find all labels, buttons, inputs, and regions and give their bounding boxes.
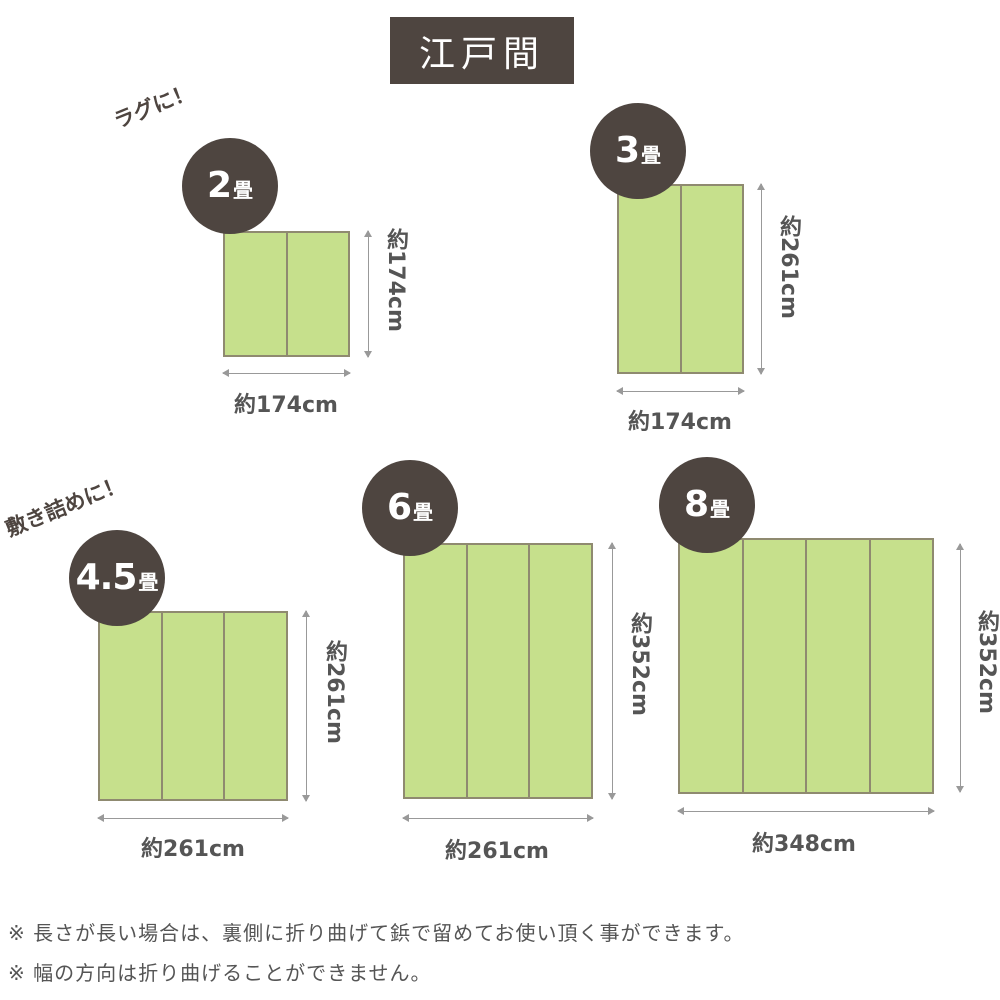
width-label: 約261cm (141, 837, 245, 862)
width-label: 約174cm (628, 410, 732, 435)
badge-unit: 畳 (641, 143, 662, 167)
width-arrow (97, 814, 289, 822)
badge-unit: 畳 (138, 570, 159, 594)
rug-caption: ラグに！ (110, 79, 198, 134)
tatami-mat-3 (617, 184, 744, 374)
width-arrow (402, 814, 594, 822)
tatami-strip (100, 613, 163, 799)
tatami-strip (225, 613, 286, 799)
badge-unit: 畳 (413, 500, 434, 524)
tatami-strip (744, 540, 807, 792)
page-title: 江戸間 (390, 17, 574, 84)
tatami-strip (682, 186, 743, 372)
tatami-strip (225, 233, 288, 355)
tatami-mat-8 (678, 538, 934, 794)
height-label: 約261cm (776, 215, 801, 319)
width-arrow (677, 807, 935, 815)
note-folding-length: ※ 長さが長い場合は、裏側に折り曲げて鋲で留めてお使い頂く事ができます。 (8, 921, 745, 945)
tatami-strip (288, 233, 349, 355)
height-label: 約174cm (383, 228, 408, 332)
width-label: 約348cm (752, 832, 856, 857)
tatami-mat-4-5 (98, 611, 288, 801)
tatami-strip (468, 545, 531, 797)
width-label: 約174cm (234, 393, 338, 418)
width-label: 約261cm (445, 839, 549, 864)
width-arrow (222, 369, 351, 377)
badge-number: 4.5 (75, 557, 138, 598)
tatami-mat-2 (223, 231, 350, 357)
tatami-strip (619, 186, 682, 372)
height-arrow (956, 543, 964, 793)
tatami-mat-6 (403, 543, 593, 799)
width-arrow (616, 387, 745, 395)
tatami-strip (871, 540, 933, 792)
tatami-strip (163, 613, 226, 799)
tatami-strip (680, 540, 744, 792)
note-folding-width: ※ 幅の方向は折り曲げることができません。 (8, 961, 432, 985)
height-arrow (608, 542, 616, 800)
height-arrow (364, 230, 372, 358)
badge-number: 8 (683, 484, 709, 525)
height-label: 約352cm (627, 612, 652, 716)
tatami-strip (405, 545, 468, 797)
height-arrow (302, 610, 310, 802)
badge-unit: 畳 (233, 178, 254, 202)
badge-number: 3 (614, 130, 640, 171)
height-arrow (757, 183, 765, 375)
badge-number: 6 (386, 487, 412, 528)
height-label: 約261cm (322, 640, 347, 744)
tatami-strip (530, 545, 591, 797)
badge-number: 2 (206, 165, 232, 206)
height-label: 約352cm (974, 610, 999, 714)
tatami-strip (807, 540, 871, 792)
badge-unit: 畳 (710, 497, 731, 521)
